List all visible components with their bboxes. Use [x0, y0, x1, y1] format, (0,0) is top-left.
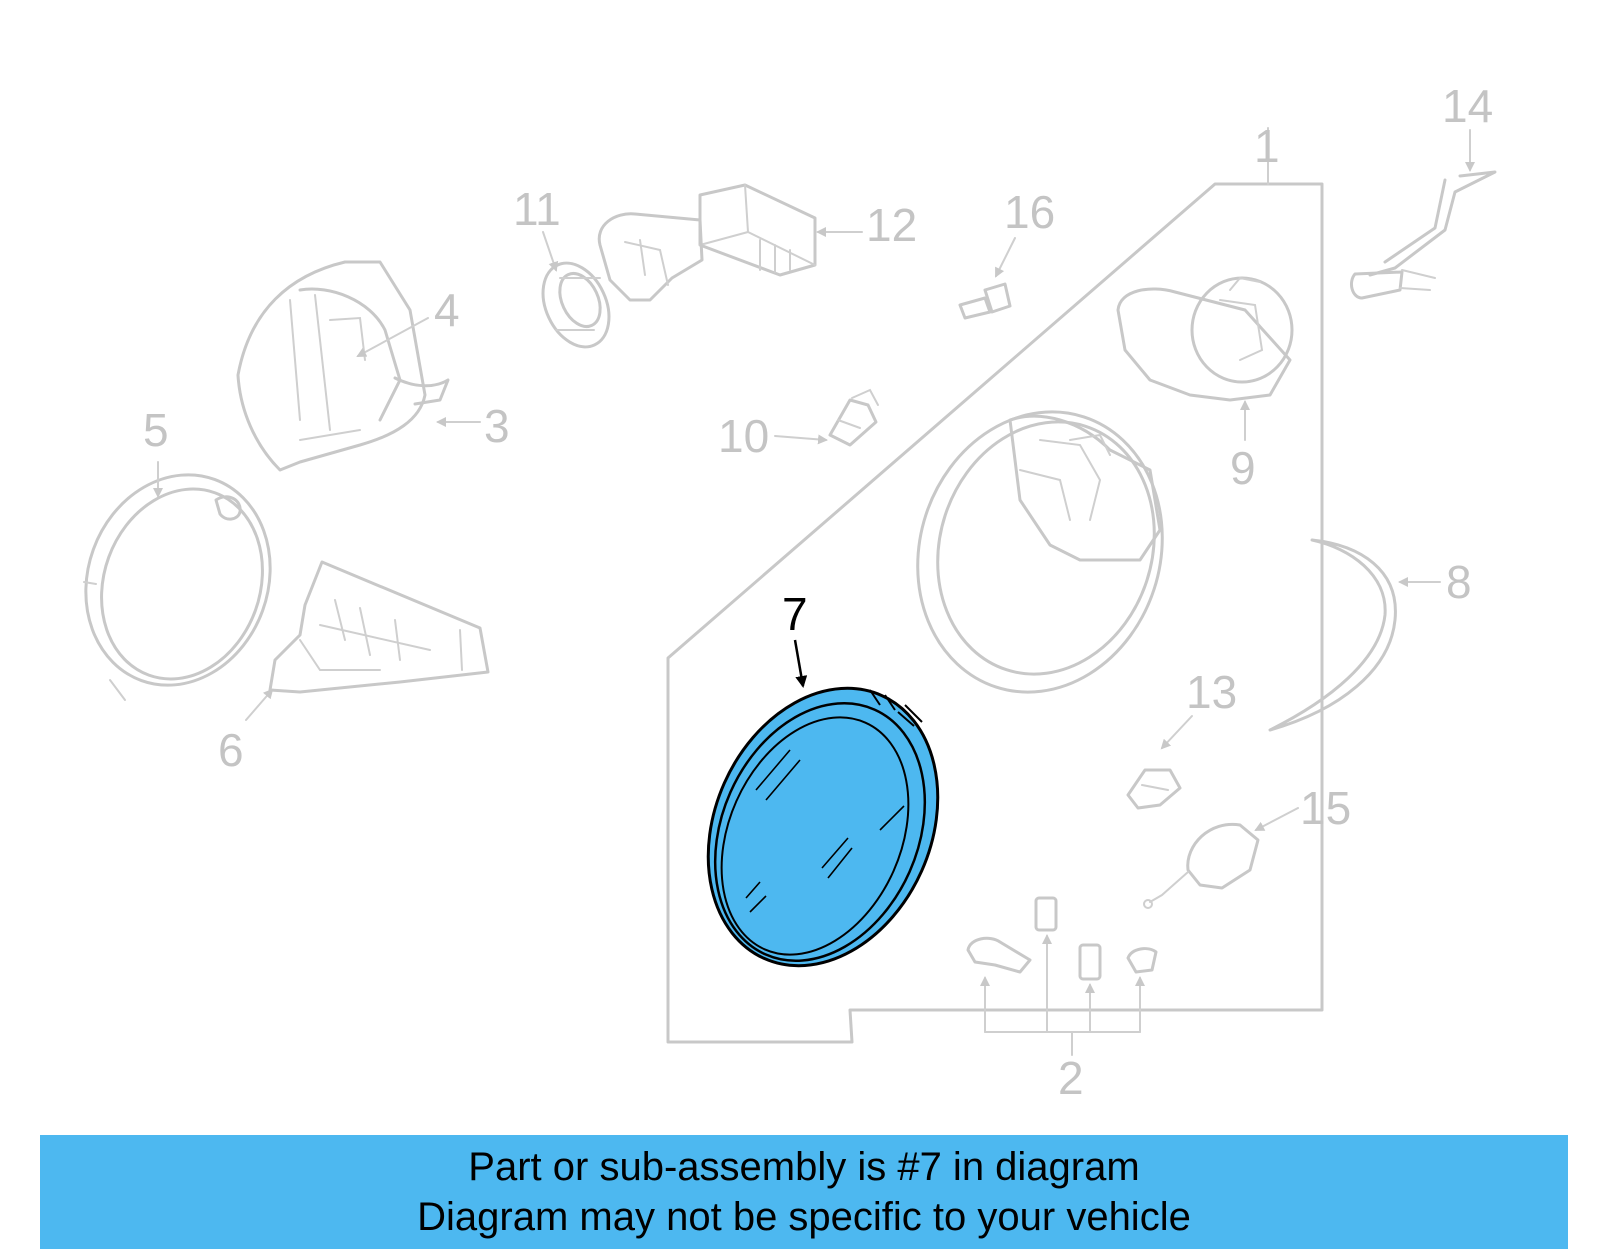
callout-14: 14	[1442, 80, 1493, 132]
bolt-part-16	[958, 282, 1012, 320]
ballast-part-12	[597, 183, 817, 302]
lower-bracket-part-6	[268, 560, 490, 694]
socket-part-15	[1143, 822, 1260, 909]
trim-strip-part-8	[1268, 538, 1397, 732]
callout-15: 15	[1300, 782, 1351, 834]
bulb-part-13	[1126, 768, 1182, 810]
callout-7[interactable]: 7	[782, 588, 808, 640]
headlamp-housing	[916, 410, 1164, 694]
bulb-part-10	[828, 388, 879, 447]
callout-13: 13	[1186, 666, 1237, 718]
leader-arrow-4	[356, 317, 429, 357]
callout-1: 1	[1254, 120, 1280, 172]
banner-line-part-number: Part or sub-assembly is #7 in diagram	[468, 1145, 1140, 1189]
wire-lead-part-14	[1350, 170, 1497, 300]
callout-9: 9	[1230, 442, 1256, 494]
callout-8: 8	[1446, 556, 1472, 608]
callout-2: 2	[1058, 1052, 1084, 1104]
bezel-ring-part-5	[83, 473, 272, 701]
callout-12: 12	[866, 199, 917, 251]
leader-arrow-16	[995, 237, 1016, 278]
info-banner: Part or sub-assembly is #7 in diagram Di…	[40, 1135, 1568, 1249]
leader-arrow-10	[774, 434, 828, 445]
banner-line-disclaimer: Diagram may not be specific to your vehi…	[417, 1195, 1191, 1239]
callout-6: 6	[218, 724, 244, 776]
leader-arrow-11	[542, 231, 559, 272]
callout-4: 4	[434, 284, 460, 336]
leader-arrow-7	[793, 639, 808, 688]
leader-arrow-6	[245, 688, 274, 721]
callout-11: 11	[513, 183, 561, 235]
leader-arrow-13	[1160, 715, 1193, 750]
callout-5: 5	[143, 404, 169, 456]
callout-16: 16	[1004, 186, 1055, 238]
reflector-housing-part-4	[236, 260, 450, 472]
callout-3: 3	[484, 400, 510, 452]
clips-part-2	[966, 896, 1158, 1056]
housing-panel	[666, 182, 1324, 1044]
leader-arrow-15	[1254, 807, 1299, 831]
socket-assembly-part-9	[1116, 276, 1294, 402]
callout-10: 10	[718, 410, 769, 462]
lens-part-7-highlighted[interactable]	[666, 652, 980, 1003]
